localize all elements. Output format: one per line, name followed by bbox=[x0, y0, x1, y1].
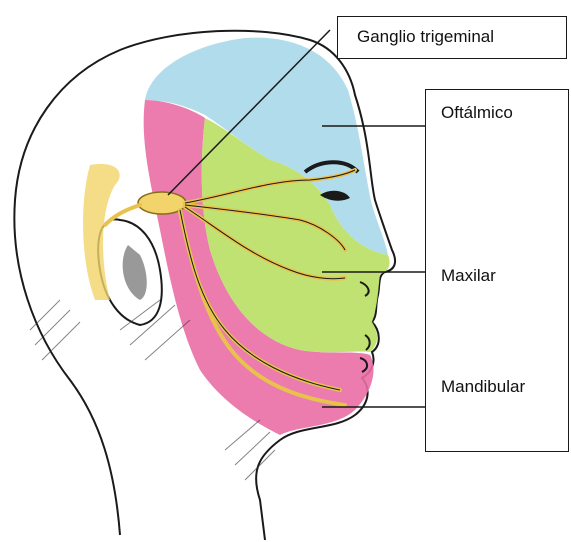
mandibular-label: Mandibular bbox=[441, 377, 525, 397]
maxillary-label: Maxilar bbox=[441, 266, 496, 286]
ganglion-label: Ganglio trigeminal bbox=[357, 27, 494, 47]
ophthalmic-label: Oftálmico bbox=[441, 103, 513, 123]
